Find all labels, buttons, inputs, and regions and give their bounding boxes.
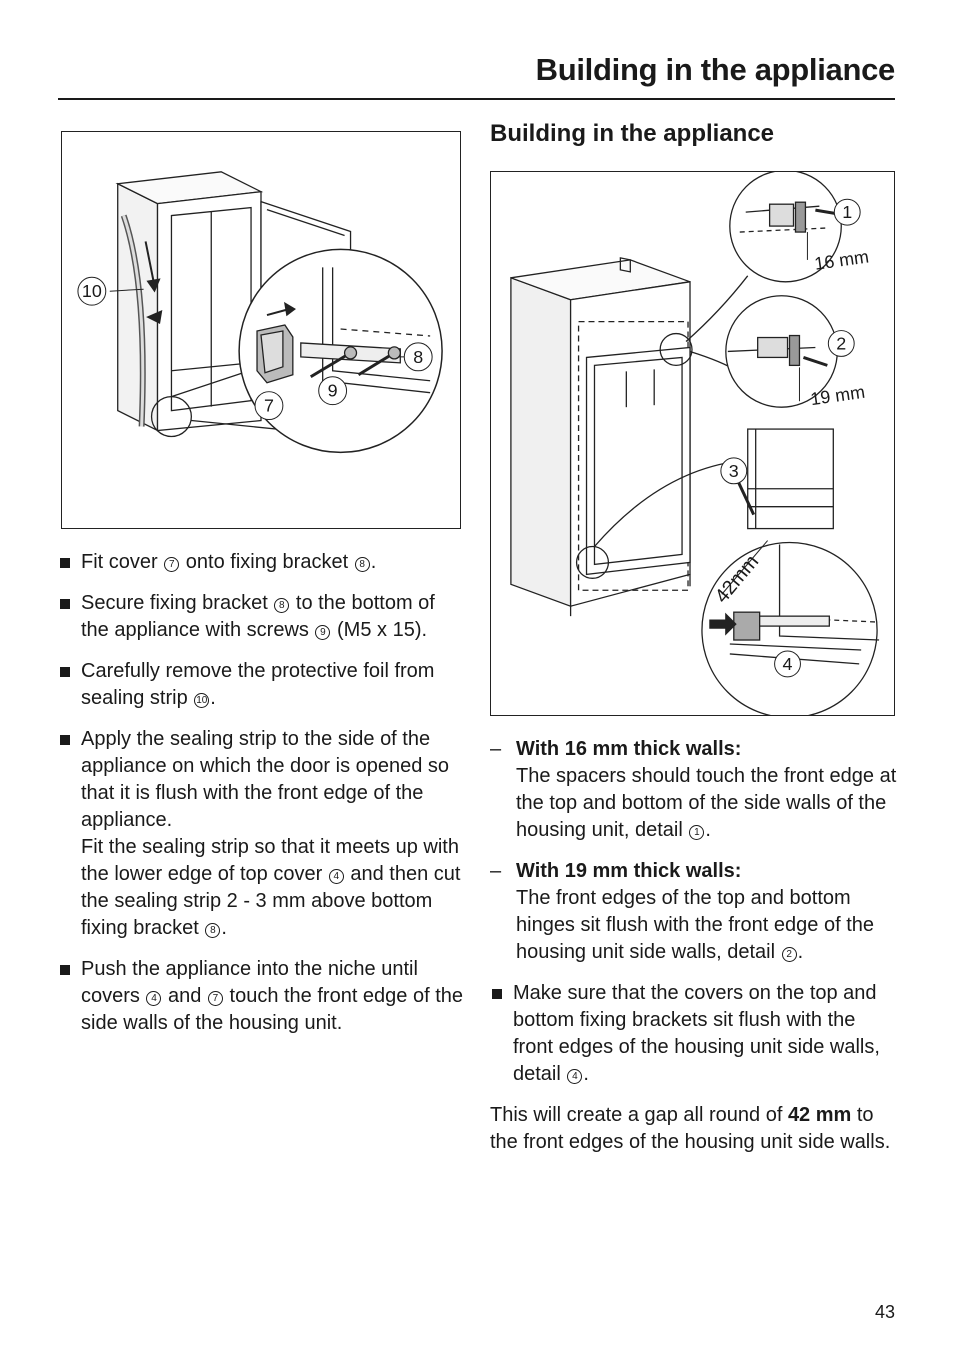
callout-9: 9	[328, 381, 338, 401]
instruction-item: Make sure that the covers on the top and…	[490, 980, 900, 1088]
ref-4: 4	[328, 869, 344, 884]
dash-item: – With 16 mm thick walls: The spacers sh…	[490, 738, 897, 841]
dash-marker: –	[490, 860, 502, 882]
ref-7: 7	[164, 557, 180, 572]
instruction-item: Push the appliance into the niche until …	[58, 956, 468, 1037]
dash-marker: –	[490, 738, 502, 760]
section-title: Building in the appliance	[490, 120, 775, 147]
page-number: 43	[874, 1302, 895, 1322]
ref-1: 1	[689, 825, 705, 840]
figure-building-in: 1 2 3 4 16 mm 19 mm 42mm	[490, 171, 895, 716]
ref-7: 7	[207, 991, 223, 1006]
building-in-illustration: 1 2 3 4 16 mm 19 mm 42mm	[510, 172, 880, 715]
instruction-item: Secure fixing bracket 8 to the bottom of…	[58, 590, 468, 644]
ref-2: 2	[781, 947, 797, 962]
closing-paragraph: This will create a gap all round of 42 m…	[490, 1104, 891, 1153]
callout-3: 3	[729, 461, 739, 481]
figure-sealing-strip: 10 8 9 7	[61, 131, 461, 529]
instruction-item: Apply the sealing strip to the side of t…	[58, 726, 468, 942]
callout-8: 8	[413, 347, 423, 367]
left-instructions: Fit cover 7 onto fixing bracket 8. Secur…	[58, 549, 468, 1051]
ref-10: 10	[194, 693, 210, 708]
callout-2: 2	[836, 333, 846, 353]
dash-item: – With 19 mm thick walls: The front edge…	[490, 860, 874, 963]
callout-10: 10	[82, 281, 102, 301]
right-instructions: – With 16 mm thick walls: The spacers sh…	[490, 736, 900, 1156]
ref-8: 8	[354, 557, 370, 572]
instruction-item: Fit cover 7 onto fixing bracket 8.	[58, 549, 468, 576]
ref-9: 9	[315, 625, 331, 640]
header-divider	[58, 98, 895, 100]
sealing-strip-illustration: 10 8 9 7	[77, 171, 443, 454]
ref-8: 8	[205, 923, 221, 938]
ref-8: 8	[274, 598, 290, 613]
callout-4: 4	[783, 654, 793, 674]
ref-4: 4	[146, 991, 162, 1006]
page-header-title: Building in the appliance	[535, 52, 896, 87]
callout-7: 7	[264, 396, 274, 416]
callout-1: 1	[842, 202, 852, 222]
ref-4: 4	[567, 1069, 583, 1084]
instruction-item: Carefully remove the protective foil fro…	[58, 658, 468, 712]
